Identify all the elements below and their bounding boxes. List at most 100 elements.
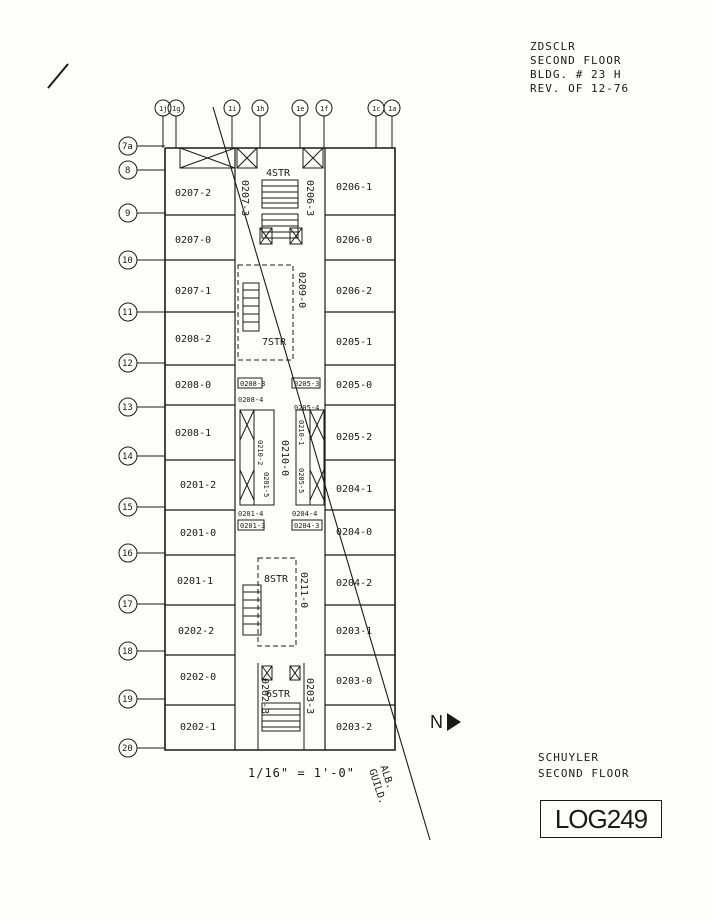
right-rooms: 0206-1 0206-0 0206-2 0205-1 0205-0 0205-… (336, 182, 372, 733)
room-label: 0208-1 (175, 428, 211, 439)
room-label: 0201-4 (238, 510, 263, 518)
stair-6 (257, 663, 305, 750)
stair-7 (237, 264, 294, 361)
corridor-rooms: 0207-3 0206-3 0209-0 0210-0 0211-0 0202-… (239, 180, 315, 714)
title-line: SECOND FLOOR (530, 54, 622, 67)
room-label: 0203-1 (336, 626, 372, 637)
room-label: 0206-2 (336, 286, 372, 297)
title-line: REV. OF 12-76 (530, 82, 630, 95)
stair-label: 6STR (266, 689, 291, 700)
column-label: 1i (228, 105, 236, 113)
stair-label: 4STR (266, 168, 291, 179)
room-label: 0201-2 (180, 480, 216, 491)
room-label: 0202-1 (180, 722, 216, 733)
street-centerline (212, 106, 431, 841)
log-stamp: LOG249 (540, 800, 662, 838)
stair-label: 7STR (262, 337, 287, 348)
scale-label: 1/16" = 1'-0" (248, 766, 355, 780)
right-room-walls (324, 148, 395, 750)
column-grid-lines (154, 99, 401, 148)
room-label: 0202-0 (180, 672, 216, 683)
column-label: 1f (320, 105, 328, 113)
room-label: 0209-0 (296, 272, 307, 308)
left-rooms: 0207-2 0207-0 0207-1 0208-2 0208-0 0208-… (175, 188, 216, 733)
room-label: 0208-4 (238, 396, 263, 404)
building-name-block: SCHUYLER SECOND FLOOR (538, 750, 688, 782)
column-label: 1h (256, 105, 264, 113)
stair-label: 8STR (264, 574, 289, 585)
room-label: 0203-2 (336, 722, 372, 733)
room-label: 0201-3 (240, 522, 265, 530)
room-label: 0204-3 (294, 522, 319, 530)
pen-mark (47, 63, 69, 89)
left-room-walls (165, 148, 236, 750)
stair-labels: 4STR 7STR 8STR 6STR (262, 168, 291, 700)
small-rooms: 0208-3 0208-4 0205-3 0205-4 0210-2 0201-… (238, 380, 319, 530)
row-labels: 7a 8 9 10 11 12 13 14 15 16 17 18 19 20 (122, 142, 133, 754)
room-label: 0201-5 (262, 472, 270, 497)
north-label: N (430, 712, 443, 732)
column-labels: 1j 1g 1i 1h 1e 1f 1c 1a (159, 105, 396, 113)
title-line: ZDSCLR (530, 40, 576, 53)
row-grid-lines (118, 136, 165, 758)
room-label: 0201-1 (177, 576, 213, 587)
room-label: 0211-0 (298, 572, 309, 608)
room-label: 0210-0 (279, 440, 290, 476)
title-line: BLDG. # 23 H (530, 68, 622, 81)
row-label: 11 (122, 308, 133, 318)
room-label: 0205-5 (297, 468, 305, 493)
room-label: 0208-2 (175, 334, 211, 345)
title-block: ZDSCLR SECOND FLOOR BLDG. # 23 H REV. OF… (530, 40, 700, 96)
row-label: 17 (122, 600, 133, 610)
row-label: 18 (122, 647, 133, 657)
room-label: 0203-0 (336, 676, 372, 687)
room-label: 0205-2 (336, 432, 372, 443)
room-label: 0210-1 (297, 420, 305, 445)
room-label: 0205-1 (336, 337, 372, 348)
column-label: 1g (172, 105, 180, 113)
column-label: 1c (372, 105, 380, 113)
room-label: 0210-2 (256, 440, 264, 465)
row-label: 9 (125, 209, 130, 219)
room-label: 0204-4 (292, 510, 317, 518)
room-label: 0204-0 (336, 527, 372, 538)
row-label: 15 (122, 503, 133, 513)
room-label: 0207-0 (175, 235, 211, 246)
room-label: 0203-3 (304, 678, 315, 714)
room-label: 0206-1 (336, 182, 372, 193)
row-label: 13 (122, 403, 133, 413)
row-label: 19 (122, 695, 133, 705)
building-name: SCHUYLER (538, 751, 599, 764)
top-stair-core (179, 147, 324, 245)
center-core (237, 377, 325, 531)
room-label: 0207-3 (239, 180, 250, 216)
row-label: 16 (122, 549, 133, 559)
room-label: 0202-3 (259, 678, 270, 714)
room-label: 0204-2 (336, 578, 372, 589)
room-label: 0207-2 (175, 188, 211, 199)
column-label: 1a (388, 105, 396, 113)
row-label: 14 (122, 452, 133, 462)
room-label: 0205-4 (294, 404, 319, 412)
column-label: 1e (296, 105, 304, 113)
row-label: 7a (122, 142, 133, 152)
row-label: 12 (122, 359, 133, 369)
room-label: 0205-3 (294, 380, 319, 388)
floor-name: SECOND FLOOR (538, 767, 630, 780)
room-label: 0204-1 (336, 484, 372, 495)
room-label: 0206-3 (304, 180, 315, 216)
row-label: 8 (125, 166, 130, 176)
room-label: 0201-0 (180, 528, 216, 539)
row-label: 20 (122, 744, 133, 754)
room-label: 0208-3 (240, 380, 265, 388)
north-arrow-icon (447, 713, 461, 731)
room-label: 0205-0 (336, 380, 372, 391)
row-label: 10 (122, 256, 133, 266)
room-label: 0207-1 (175, 286, 211, 297)
stair-8 (242, 557, 297, 647)
room-label: 0208-0 (175, 380, 211, 391)
room-label: 0202-2 (178, 626, 214, 637)
column-label: 1j (159, 105, 167, 113)
room-label: 0206-0 (336, 235, 372, 246)
